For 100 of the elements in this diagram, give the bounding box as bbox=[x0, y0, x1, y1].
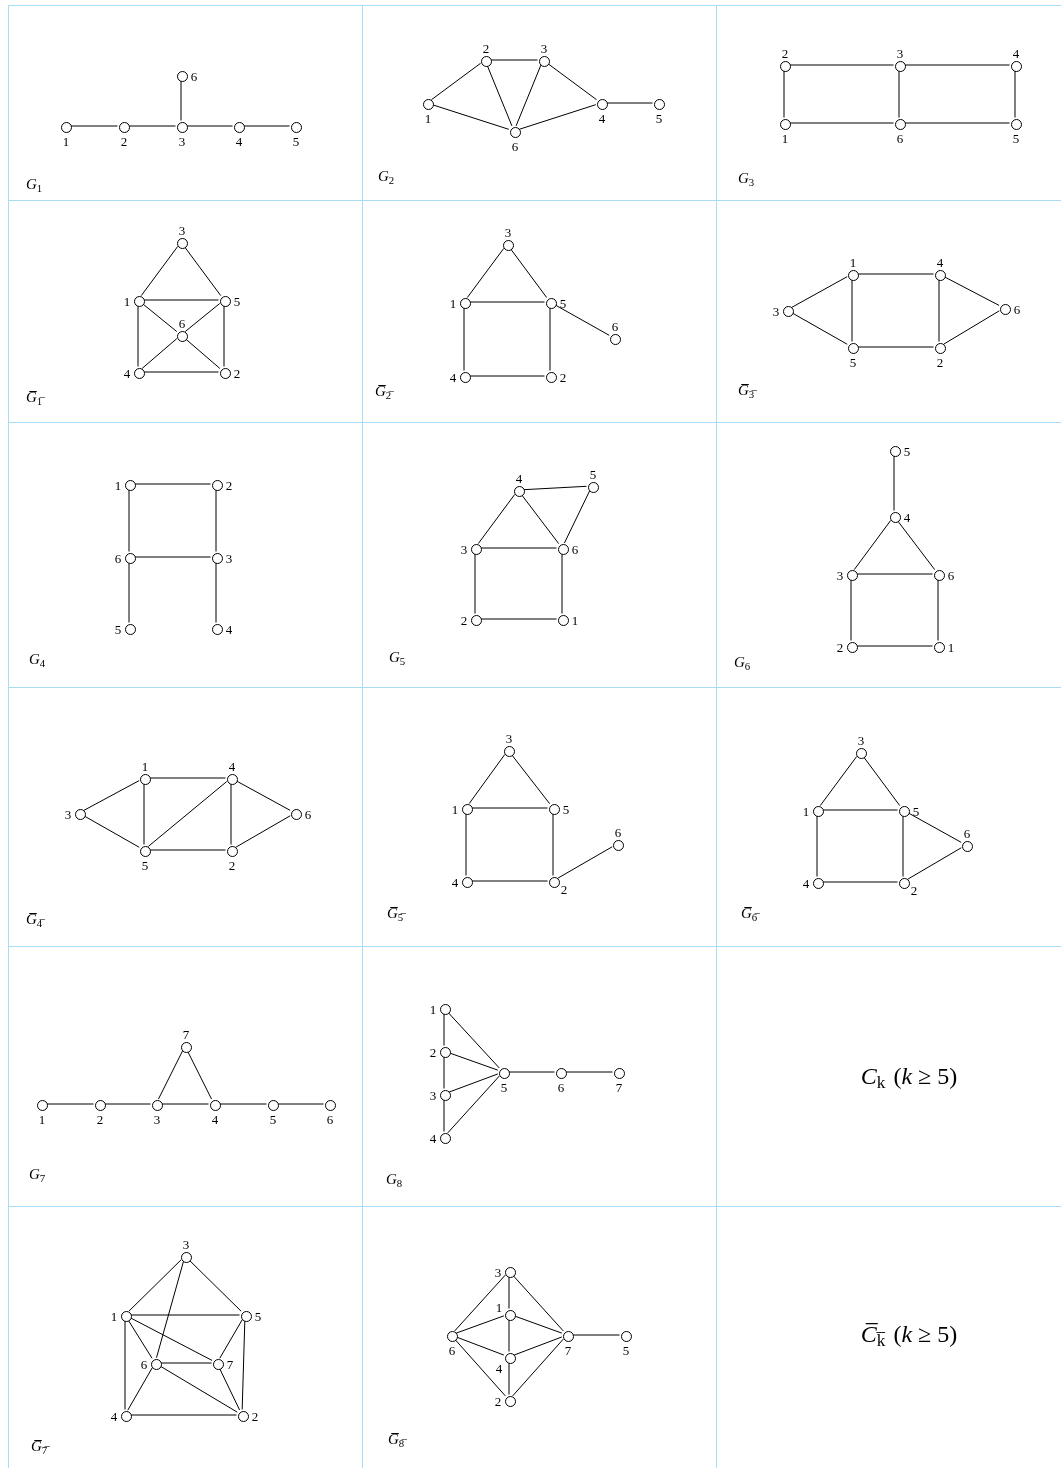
vertex-number: 7 bbox=[226, 1357, 234, 1371]
vertex-number: 5 bbox=[1012, 131, 1020, 145]
graph-name: G$_{8}$ bbox=[386, 1170, 403, 1188]
graph-edge bbox=[137, 305, 139, 367]
graph-edge bbox=[140, 245, 179, 297]
graph-edge bbox=[474, 553, 476, 614]
graph-edge bbox=[235, 780, 291, 811]
vertex-circle bbox=[961, 840, 973, 852]
graph-edge bbox=[515, 64, 542, 127]
vertex-number: 1 bbox=[781, 131, 789, 145]
vertex-circle bbox=[211, 479, 223, 491]
graph-edge bbox=[215, 489, 217, 552]
graph-name: G̅$_{7̅}$ bbox=[31, 1437, 48, 1455]
graph-edge bbox=[523, 485, 587, 491]
graph-name: G̅$_{3̅}$ bbox=[738, 381, 755, 399]
vertex-circle bbox=[324, 1099, 336, 1111]
vertex-number: 2 bbox=[781, 46, 789, 60]
graph-edge bbox=[893, 455, 895, 511]
vertex-number: 6 bbox=[178, 316, 186, 330]
vertex-circle bbox=[504, 1352, 516, 1364]
vertex-number: 1 bbox=[849, 255, 857, 269]
vertex-number: 5 bbox=[655, 111, 663, 125]
vertex-circle bbox=[470, 543, 482, 555]
graph-name: C̅$_{k̅}$ bbox=[860, 1319, 886, 1349]
vertex-circle bbox=[889, 445, 901, 457]
vertex-circle bbox=[446, 1330, 458, 1342]
vertex-number: 2 bbox=[120, 134, 128, 148]
vertex-circle bbox=[60, 121, 72, 133]
graph-edge bbox=[563, 490, 591, 544]
vertex-circle bbox=[934, 269, 946, 281]
vertex-number: 3 bbox=[494, 1265, 502, 1279]
vertex-number: 1 bbox=[110, 1309, 118, 1323]
graph-edge bbox=[180, 80, 182, 121]
vertex-number: 6 bbox=[190, 69, 198, 83]
vertex-number: 4 bbox=[449, 370, 457, 384]
vertex-circle bbox=[548, 803, 560, 815]
vertex-circle bbox=[240, 1310, 252, 1322]
graph-edge bbox=[466, 247, 505, 299]
vertex-number: 4 bbox=[225, 622, 233, 636]
vertex-circle bbox=[139, 845, 151, 857]
graph-edge bbox=[907, 847, 962, 880]
vertex-number: 2 bbox=[559, 370, 567, 384]
graph-edge bbox=[141, 302, 178, 333]
graph-edge bbox=[561, 553, 563, 614]
vertex-number: 6 bbox=[611, 319, 619, 333]
graph-edge bbox=[184, 338, 221, 369]
graph-edge bbox=[510, 753, 551, 805]
graph-edge bbox=[149, 777, 226, 779]
vertex-circle bbox=[212, 1358, 224, 1370]
vertex-circle bbox=[653, 98, 665, 110]
vertex-circle bbox=[545, 297, 557, 309]
vertex-circle bbox=[504, 1309, 516, 1321]
graph-edge bbox=[463, 307, 465, 371]
graph-edge bbox=[448, 1073, 499, 1093]
vertex-circle bbox=[898, 805, 910, 817]
vertex-number: 5 bbox=[589, 467, 597, 481]
graph-edge bbox=[70, 125, 118, 127]
graph-edge bbox=[857, 346, 934, 348]
graph-edge bbox=[490, 59, 538, 61]
vertex-circle bbox=[290, 121, 302, 133]
graph-name: G̅$_{4̅}$ bbox=[26, 910, 43, 928]
graph-edge bbox=[513, 1336, 563, 1356]
vertex-circle bbox=[120, 1310, 132, 1322]
graph-edge bbox=[431, 104, 510, 130]
vertex-number: 3 bbox=[225, 551, 233, 565]
vertex-number: 7 bbox=[564, 1343, 572, 1357]
vertex-circle bbox=[934, 342, 946, 354]
vertex-number: 1 bbox=[114, 478, 122, 492]
vertex-circle bbox=[176, 237, 188, 249]
graph-edge bbox=[223, 305, 225, 367]
vertex-number: 4 bbox=[110, 1409, 118, 1423]
graph-edge bbox=[853, 519, 892, 571]
vertex-number: 3 bbox=[64, 807, 72, 821]
graph-edge bbox=[241, 1320, 246, 1410]
vertex-number: 2 bbox=[494, 1394, 502, 1408]
vertex-circle bbox=[613, 1067, 625, 1079]
vertex-circle bbox=[124, 479, 136, 491]
vertex-number: 4 bbox=[429, 1131, 437, 1145]
vertex-number: 2 bbox=[482, 41, 490, 55]
graph-name: G$_{5}$ bbox=[389, 648, 406, 666]
vertex-number: 3 bbox=[505, 731, 513, 745]
graph-edge bbox=[862, 755, 901, 807]
graph-edge bbox=[149, 849, 226, 851]
vertex-number: 2 bbox=[936, 355, 944, 369]
graph-edge bbox=[130, 1414, 237, 1416]
graph-edge bbox=[851, 279, 853, 342]
vertex-number: 2 bbox=[460, 613, 468, 627]
vertex-number: 6 bbox=[614, 825, 622, 839]
table-cell bbox=[8, 5, 363, 201]
vertex-number: 6 bbox=[448, 1343, 456, 1357]
graph-edge bbox=[816, 815, 818, 877]
graph-edge bbox=[937, 579, 939, 641]
vertex-number: 5 bbox=[849, 355, 857, 369]
vertex-circle bbox=[812, 805, 824, 817]
vertex-number: 4 bbox=[598, 111, 606, 125]
graph-edge bbox=[819, 755, 858, 807]
vertex-circle bbox=[889, 511, 901, 523]
graph-name: G̅$_{2̅}$ bbox=[375, 382, 392, 400]
graph-edge bbox=[443, 1013, 445, 1046]
vertex-circle bbox=[124, 552, 136, 564]
